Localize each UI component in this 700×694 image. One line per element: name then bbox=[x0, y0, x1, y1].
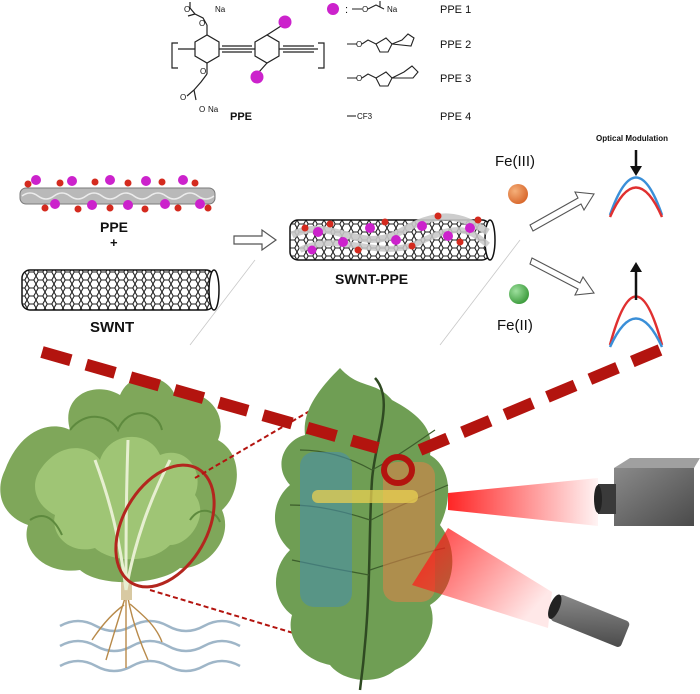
sensor-patch-blue bbox=[300, 452, 352, 607]
camera-top bbox=[594, 458, 700, 526]
ppe-side-chain-labels: Na O O O O O Na bbox=[180, 5, 226, 114]
spectrum-fe2 bbox=[608, 262, 664, 348]
svg-text:O: O bbox=[184, 5, 190, 14]
sensor-band-yellow bbox=[312, 490, 418, 503]
svg-text:O: O bbox=[356, 74, 362, 83]
ppe-structure-label: PPE bbox=[230, 111, 252, 123]
dashed-link-left bbox=[40, 346, 380, 454]
camera-bottom bbox=[548, 594, 630, 647]
side-group-bead-bottom bbox=[250, 70, 264, 84]
ppe-label: PPE bbox=[100, 219, 128, 235]
svg-text:O: O bbox=[200, 67, 206, 76]
ppe-polymer-chain bbox=[19, 175, 216, 213]
fe2-arrow bbox=[529, 257, 595, 296]
side-group-bead-top bbox=[278, 15, 292, 29]
legend-counterion: Na bbox=[387, 5, 398, 14]
swnt-label: SWNT bbox=[90, 319, 134, 336]
svg-text:O: O bbox=[180, 93, 186, 102]
svg-text:O: O bbox=[199, 105, 205, 114]
leaf-focus-circle bbox=[381, 454, 415, 486]
section-divider-right bbox=[439, 239, 521, 346]
dashed-link-right bbox=[417, 344, 663, 456]
zoom-line-top bbox=[194, 407, 316, 479]
svg-text:O: O bbox=[362, 5, 368, 14]
section-divider-left bbox=[189, 259, 256, 346]
leaf-selection-ellipse bbox=[114, 463, 216, 589]
swnt-nanotube bbox=[21, 269, 220, 311]
plant-roots bbox=[91, 594, 163, 668]
assembly-arrow bbox=[233, 228, 278, 252]
fe2-label: Fe(II) bbox=[497, 317, 533, 334]
camera-beam-bottom bbox=[412, 528, 552, 628]
swnt-ppe-complex bbox=[289, 212, 496, 261]
fe3-label: Fe(III) bbox=[495, 153, 535, 170]
camera-beam-top bbox=[448, 478, 598, 526]
legend-ppe1: PPE 1 bbox=[440, 4, 471, 16]
lettuce-plant bbox=[0, 376, 237, 591]
counterion-top: Na bbox=[215, 5, 226, 14]
legend-ppe3: PPE 3 bbox=[440, 73, 471, 85]
legend-equals: : bbox=[345, 4, 348, 16]
spectrum-fe3 bbox=[608, 150, 664, 218]
legend-cf3: CF3 bbox=[357, 112, 373, 121]
ppe-chemical-structure bbox=[171, 2, 325, 101]
swnt-ppe-label: SWNT-PPE bbox=[335, 271, 408, 287]
legend-ppe4: PPE 4 bbox=[440, 111, 471, 123]
legend-bead bbox=[327, 3, 339, 15]
zoomed-leaf bbox=[274, 368, 453, 691]
legend-ppe2: PPE 2 bbox=[440, 39, 471, 51]
water-waves bbox=[59, 619, 241, 673]
counterion-bottom: Na bbox=[208, 105, 219, 114]
fe3-ion-sphere bbox=[508, 184, 528, 204]
optical-modulation-title: Optical Modulation bbox=[596, 134, 668, 143]
fe2-ion-sphere bbox=[509, 284, 529, 304]
svg-text:O: O bbox=[356, 40, 362, 49]
fe3-arrow bbox=[529, 191, 595, 232]
svg-text:O: O bbox=[199, 19, 205, 28]
side-group-legend: : O Na O O CF3 PPE 1 PPE 2 PPE 3 PPE 4 bbox=[327, 1, 471, 123]
plus-sign: + bbox=[110, 235, 118, 250]
